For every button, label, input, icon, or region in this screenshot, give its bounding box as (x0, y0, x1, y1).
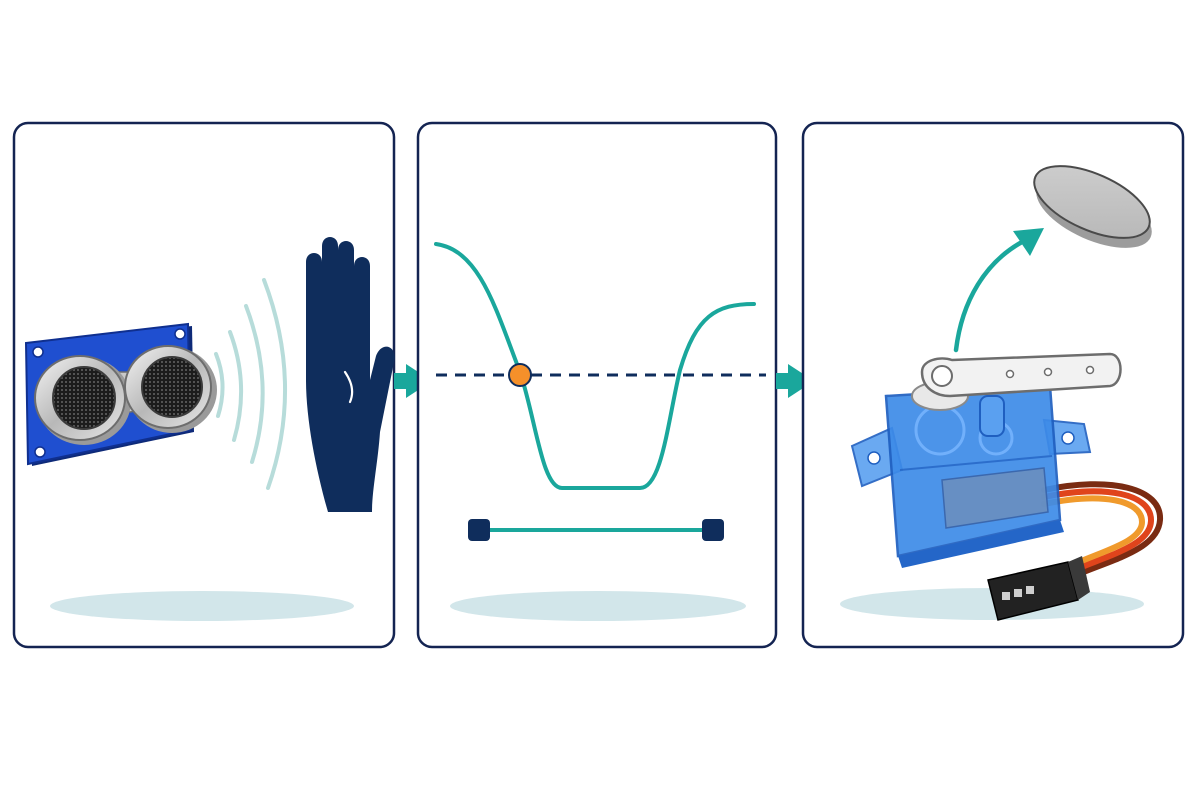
lid-icon (1033, 165, 1152, 248)
signal-panel (416, 121, 778, 649)
servo-cable-icon (1041, 481, 1164, 579)
servo-connector-icon (987, 556, 1090, 621)
panel-frame (416, 121, 778, 649)
hand-icon (306, 237, 395, 512)
actuator-panel (801, 121, 1185, 649)
ultrasonic-sensor-icon (24, 322, 217, 466)
motion-arrow-icon (953, 228, 1044, 353)
servo-motor-icon (850, 381, 1092, 568)
sound-waves-icon (214, 278, 288, 490)
signal-curve-icon (434, 242, 756, 490)
ground-shadow (50, 591, 354, 621)
ground-shadow (450, 591, 746, 621)
crossing-point-icon (508, 363, 532, 387)
duration-bar-icon (468, 519, 724, 541)
servo-horn-icon (920, 352, 1122, 398)
sensor-panel (12, 121, 396, 649)
flow-arrow-icon (776, 364, 814, 398)
